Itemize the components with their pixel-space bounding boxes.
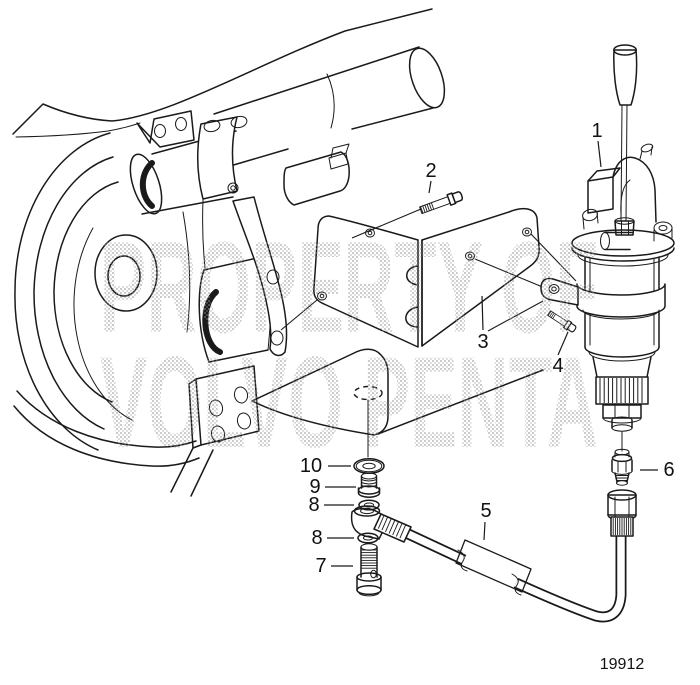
callout-2-label: 2 <box>425 160 436 182</box>
flywheel-hub-inner <box>107 255 141 297</box>
pump-pivot-arm <box>600 232 610 250</box>
pump-handle-rod <box>620 104 628 222</box>
callout-1: 1 <box>591 120 603 168</box>
flywheel-hub-outer <box>94 234 158 312</box>
hand-pump <box>540 44 675 452</box>
callout-3: 3 <box>477 295 489 353</box>
callout-8-lower-label: 8 <box>311 527 322 549</box>
bellhousing-top-edge <box>12 8 433 135</box>
callout-10-label: 10 <box>300 455 322 477</box>
engine-assembly <box>12 8 446 497</box>
watermark-line-2: VOLVO PENTA <box>100 329 598 475</box>
callout-4-label: 4 <box>552 355 563 377</box>
hose-elbow-fitting <box>350 505 412 543</box>
watermark: PROPERTY OF VOLVO PENTA <box>100 214 598 475</box>
pump-valve-box <box>587 176 614 214</box>
starter-solenoid <box>283 143 350 206</box>
phantom-shelf-plate <box>251 348 544 458</box>
hydraulic-hose <box>350 489 637 623</box>
flywheel-housing-inner-rim <box>53 181 119 403</box>
callout-2: 2 <box>425 160 437 194</box>
callout-3-label: 3 <box>477 331 488 353</box>
pump-clamp-ear <box>540 277 579 306</box>
callout-8-upper-label: 8 <box>308 494 319 516</box>
washer-8-lower <box>357 532 379 544</box>
callout-9: 9 <box>309 476 356 498</box>
flywheel-housing-mid-rim <box>33 156 114 430</box>
flywheel-face-arc <box>73 227 133 421</box>
mount-hole-hidden <box>353 385 383 401</box>
fitting-6 <box>611 448 633 486</box>
callout-6: 6 <box>640 459 675 481</box>
mounting-bracket <box>313 207 540 348</box>
callout-8-upper: 8 <box>308 494 354 516</box>
lower-mount-tube <box>13 390 200 467</box>
bolt-4 <box>547 310 577 333</box>
callout-5: 5 <box>480 500 492 541</box>
pump-head-dome <box>612 156 657 223</box>
housing-front-edge <box>182 211 191 333</box>
pump-handle-grip <box>613 49 638 106</box>
bolt-2 <box>419 191 464 215</box>
pump-flange <box>571 229 675 257</box>
bracket-hole <box>522 227 532 237</box>
callout-8-lower: 8 <box>311 527 354 549</box>
pump-clamp-band <box>576 283 666 318</box>
callouts: 1 2 3 4 5 6 7 8 <box>300 120 675 577</box>
watermark-line-1: PROPERTY OF <box>100 214 598 360</box>
callout-4: 4 <box>552 331 569 377</box>
bracket-fold-tab-lower <box>405 306 419 328</box>
fitting-9 <box>357 472 381 498</box>
callout-9-label: 9 <box>309 476 320 498</box>
washer-stack <box>353 458 385 597</box>
bracket-right-face <box>421 207 540 347</box>
four-hole-mount-plate <box>170 365 260 497</box>
pump-threaded-base <box>595 376 649 405</box>
starter-end-cap <box>408 47 446 109</box>
callout-7-label: 7 <box>315 555 326 577</box>
hose-break-end <box>457 549 468 572</box>
alignment-lines <box>280 208 577 332</box>
hose-break-marker <box>455 539 532 593</box>
callout-1-label: 1 <box>591 120 602 142</box>
engine-bracket-arm <box>232 196 288 357</box>
top-mount-plate <box>136 110 195 148</box>
starter-clamp <box>197 115 248 200</box>
callout-10: 10 <box>300 455 351 477</box>
hose-break-end <box>511 573 522 596</box>
figure-number: 19912 <box>600 656 645 673</box>
starter-motor <box>213 46 446 170</box>
bracket-left-face <box>313 215 419 348</box>
washer-8-upper <box>358 499 380 511</box>
bracket-hole <box>465 251 475 261</box>
hose-end-fitting <box>607 489 637 537</box>
bracket-hole <box>317 291 327 301</box>
bracket-hole <box>365 228 375 238</box>
banjo-bolt-7 <box>356 543 382 597</box>
callout-7: 7 <box>315 555 353 577</box>
flywheel-housing-outer-rim <box>14 132 111 451</box>
bellhousing-top-edge-inner <box>15 122 141 138</box>
callout-6-label: 6 <box>663 459 674 481</box>
callout-5-label: 5 <box>480 500 491 522</box>
bracket-fold-tab-upper <box>406 265 419 286</box>
